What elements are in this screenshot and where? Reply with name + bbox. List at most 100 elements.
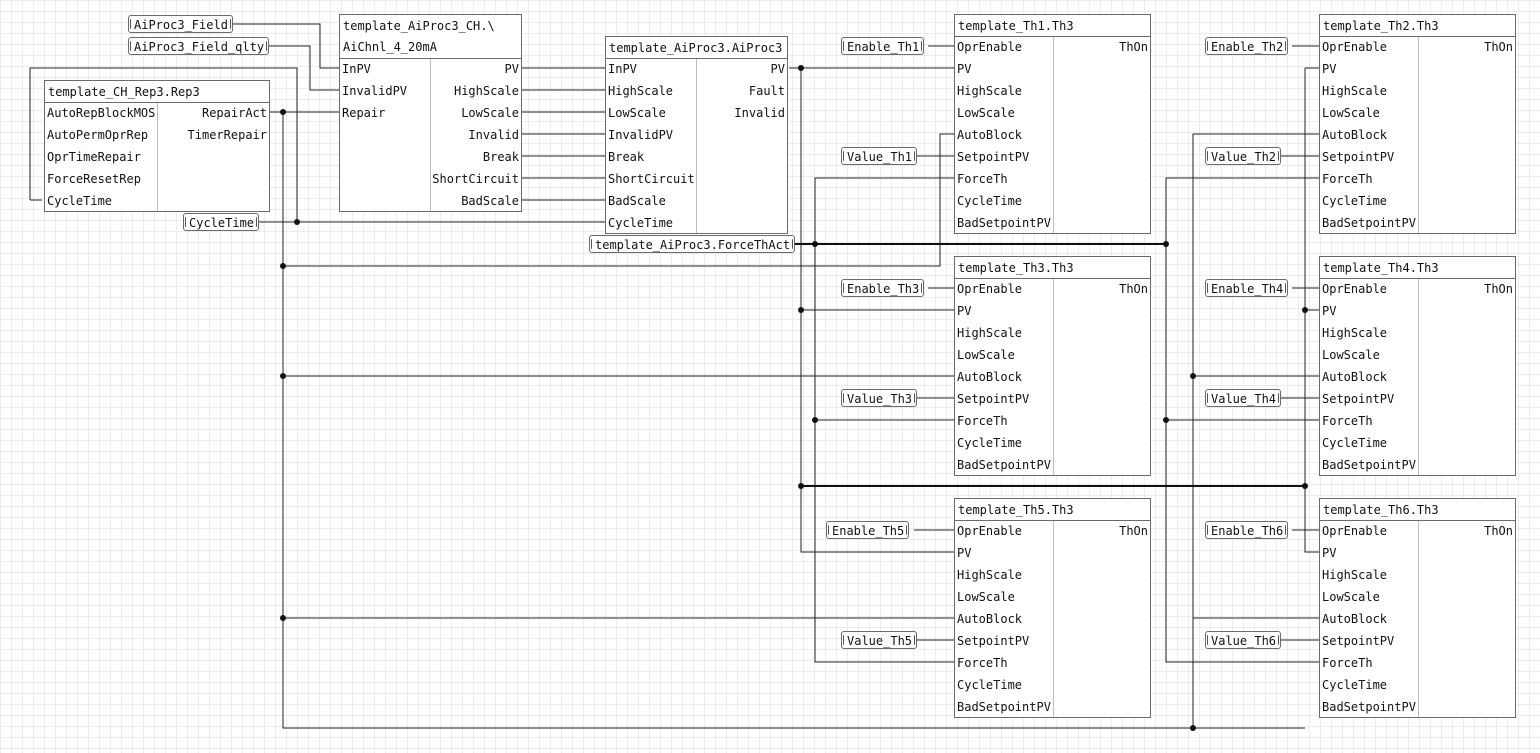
- pin-in[interactable]: LowScale: [1322, 345, 1380, 365]
- pin-in[interactable]: AutoBlock: [1322, 609, 1387, 629]
- pin-in[interactable]: LowScale: [957, 345, 1015, 365]
- pin-in[interactable]: SetpointPV: [957, 147, 1029, 167]
- pin-in[interactable]: InvalidPV: [342, 81, 407, 101]
- pin-in[interactable]: OprEnable: [957, 37, 1022, 57]
- pin-out[interactable]: HighScale: [454, 81, 519, 101]
- pin-in[interactable]: CycleTime: [957, 191, 1022, 211]
- pin-in[interactable]: ForceResetRep: [47, 169, 141, 189]
- pin-in[interactable]: LowScale: [957, 587, 1015, 607]
- pin-in[interactable]: ShortCircuit: [608, 169, 695, 189]
- pin-in[interactable]: BadScale: [608, 191, 666, 211]
- pin-out[interactable]: ShortCircuit: [432, 169, 519, 189]
- pin-out[interactable]: RepairAct: [202, 103, 267, 123]
- pin-out[interactable]: ThOn: [1119, 279, 1148, 299]
- pin-in[interactable]: SetpointPV: [1322, 147, 1394, 167]
- tag-value-th4[interactable]: Value_Th4: [1205, 389, 1281, 407]
- pin-out[interactable]: ThOn: [1119, 37, 1148, 57]
- tag-enable-th5[interactable]: Enable_Th5: [826, 521, 909, 539]
- pin-in[interactable]: AutoBlock: [957, 367, 1022, 387]
- pin-out[interactable]: BadScale: [461, 191, 519, 211]
- pin-out[interactable]: ThOn: [1484, 37, 1513, 57]
- block-th5[interactable]: template_Th5.Th3OprEnablePVHighScaleLowS…: [954, 498, 1151, 718]
- pin-out[interactable]: ThOn: [1484, 521, 1513, 541]
- pin-in[interactable]: SetpointPV: [957, 389, 1029, 409]
- tag-value-th1[interactable]: Value_Th1: [841, 147, 917, 165]
- tag-value-th5[interactable]: Value_Th5: [841, 631, 917, 649]
- pin-in[interactable]: BadSetpointPV: [1322, 213, 1416, 233]
- pin-in[interactable]: HighScale: [957, 565, 1022, 585]
- tag-aiproc3-field-qlty[interactable]: AiProc3_Field_qlty: [128, 37, 269, 55]
- pin-out[interactable]: ThOn: [1484, 279, 1513, 299]
- pin-out[interactable]: Invalid: [468, 125, 519, 145]
- pin-in[interactable]: OprEnable: [1322, 37, 1387, 57]
- pin-in[interactable]: CycleTime: [957, 675, 1022, 695]
- pin-in[interactable]: PV: [1322, 59, 1336, 79]
- pin-out[interactable]: TimerRepair: [188, 125, 267, 145]
- pin-in[interactable]: HighScale: [1322, 81, 1387, 101]
- pin-in[interactable]: ForceTh: [957, 411, 1008, 431]
- tag-enable-th3[interactable]: Enable_Th3: [841, 279, 924, 297]
- tag-forcethact[interactable]: template_AiProc3.ForceThAct: [589, 235, 795, 253]
- pin-in[interactable]: CycleTime: [1322, 675, 1387, 695]
- pin-in[interactable]: HighScale: [957, 81, 1022, 101]
- pin-in[interactable]: OprEnable: [1322, 279, 1387, 299]
- pin-in[interactable]: InPV: [342, 59, 371, 79]
- pin-in[interactable]: ForceTh: [957, 169, 1008, 189]
- pin-in[interactable]: BadSetpointPV: [1322, 697, 1416, 717]
- tag-cycletime[interactable]: CycleTime: [183, 213, 259, 231]
- pin-in[interactable]: BadSetpointPV: [1322, 455, 1416, 475]
- pin-in[interactable]: BadSetpointPV: [957, 697, 1051, 717]
- pin-in[interactable]: SetpointPV: [957, 631, 1029, 651]
- pin-in[interactable]: LowScale: [1322, 103, 1380, 123]
- pin-in[interactable]: LowScale: [1322, 587, 1380, 607]
- pin-out[interactable]: LowScale: [461, 103, 519, 123]
- pin-in[interactable]: PV: [957, 59, 971, 79]
- pin-in[interactable]: SetpointPV: [1322, 389, 1394, 409]
- tag-enable-th2[interactable]: Enable_Th2: [1205, 37, 1288, 55]
- pin-in[interactable]: AutoBlock: [1322, 367, 1387, 387]
- pin-in[interactable]: ForceTh: [1322, 411, 1373, 431]
- block-th4[interactable]: template_Th4.Th3OprEnablePVHighScaleLowS…: [1319, 256, 1516, 476]
- pin-out[interactable]: Invalid: [734, 103, 785, 123]
- pin-in[interactable]: OprEnable: [1322, 521, 1387, 541]
- pin-in[interactable]: SetpointPV: [1322, 631, 1394, 651]
- pin-in[interactable]: InPV: [608, 59, 637, 79]
- pin-in[interactable]: BadSetpointPV: [957, 213, 1051, 233]
- pin-in[interactable]: OprEnable: [957, 279, 1022, 299]
- pin-in[interactable]: LowScale: [608, 103, 666, 123]
- pin-in[interactable]: CycleTime: [1322, 191, 1387, 211]
- tag-aiproc3-field[interactable]: AiProc3_Field: [128, 15, 233, 33]
- tag-enable-th1[interactable]: Enable_Th1: [841, 37, 924, 55]
- block-th2[interactable]: template_Th2.Th3OprEnablePVHighScaleLowS…: [1319, 14, 1516, 234]
- pin-in[interactable]: HighScale: [1322, 323, 1387, 343]
- pin-in[interactable]: AutoBlock: [957, 609, 1022, 629]
- pin-out[interactable]: PV: [771, 59, 785, 79]
- block-th6[interactable]: template_Th6.Th3OprEnablePVHighScaleLowS…: [1319, 498, 1516, 718]
- pin-in[interactable]: ForceTh: [1322, 653, 1373, 673]
- pin-in[interactable]: Break: [608, 147, 644, 167]
- pin-in[interactable]: InvalidPV: [608, 125, 673, 145]
- pin-in[interactable]: AutoBlock: [957, 125, 1022, 145]
- block-th1[interactable]: template_Th1.Th3OprEnablePVHighScaleLowS…: [954, 14, 1151, 234]
- pin-in[interactable]: PV: [1322, 543, 1336, 563]
- pin-out[interactable]: ThOn: [1119, 521, 1148, 541]
- pin-in[interactable]: OprEnable: [957, 521, 1022, 541]
- tag-value-th3[interactable]: Value_Th3: [841, 389, 917, 407]
- pin-in[interactable]: PV: [957, 301, 971, 321]
- pin-in[interactable]: CycleTime: [957, 433, 1022, 453]
- pin-in[interactable]: CycleTime: [47, 191, 112, 211]
- pin-in[interactable]: PV: [1322, 301, 1336, 321]
- tag-value-th6[interactable]: Value_Th6: [1205, 631, 1281, 649]
- tag-value-th2[interactable]: Value_Th2: [1205, 147, 1281, 165]
- pin-out[interactable]: Fault: [749, 81, 785, 101]
- block-ch-rep3[interactable]: template_CH_Rep3.Rep3 AutoRepBlockMOS Au…: [44, 80, 270, 212]
- pin-in[interactable]: OprTimeRepair: [47, 147, 141, 167]
- pin-in[interactable]: ForceTh: [957, 653, 1008, 673]
- pin-in[interactable]: HighScale: [1322, 565, 1387, 585]
- block-aichnl[interactable]: template_AiProc3_CH.\ AiChnl_4_20mA InPV…: [339, 14, 522, 212]
- pin-in[interactable]: CycleTime: [1322, 433, 1387, 453]
- pin-in[interactable]: LowScale: [957, 103, 1015, 123]
- pin-out[interactable]: PV: [505, 59, 519, 79]
- pin-in[interactable]: HighScale: [957, 323, 1022, 343]
- pin-in[interactable]: AutoBlock: [1322, 125, 1387, 145]
